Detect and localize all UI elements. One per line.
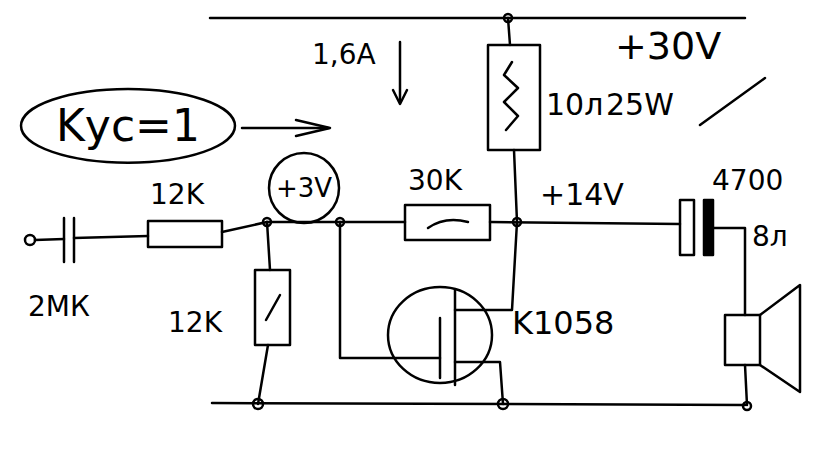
- component-label: +30V: [615, 26, 721, 68]
- gain-oval-outline: [21, 89, 235, 163]
- resistor-symbol: [255, 270, 290, 345]
- voltage-circle: +3V: [267, 151, 341, 225]
- gain-oval: Kус=1: [19, 87, 237, 165]
- leader-line: [700, 78, 765, 125]
- ground-rail: [212, 403, 745, 405]
- resistor-symbol: [405, 205, 490, 240]
- wire: [35, 239, 64, 240]
- transistor-symbol: [439, 318, 442, 378]
- component-label: 1,6A: [312, 40, 376, 71]
- wire: [258, 345, 268, 404]
- component-label: 10л: [546, 88, 603, 121]
- component-label: 12K: [150, 180, 204, 211]
- resistor-symbol: [148, 221, 222, 247]
- resistor-symbol: [266, 295, 280, 320]
- voltage-circle-outline: [269, 153, 339, 223]
- component-label: 4700: [712, 166, 783, 197]
- resistor-symbol: [428, 220, 468, 228]
- resistor-symbol: [504, 62, 518, 130]
- component-label: 30K: [408, 166, 462, 197]
- capacitor-symbol: [73, 218, 76, 262]
- wire: [745, 365, 747, 405]
- capacitor-symbol: [704, 200, 713, 255]
- wire: [267, 222, 270, 270]
- wire: [455, 222, 517, 310]
- node-text: +3V: [276, 174, 332, 203]
- component-label: 8л: [752, 222, 788, 253]
- capacitor-symbol: [680, 200, 694, 255]
- component-label: 25W: [606, 88, 674, 121]
- supply-rail: [210, 17, 745, 20]
- component-label: K1058: [512, 306, 614, 341]
- current-arrow: [393, 90, 407, 104]
- pointer-arrow: [296, 120, 330, 136]
- wire: [514, 150, 517, 222]
- speaker-symbol: [725, 315, 760, 365]
- pointer-arrow: [242, 127, 328, 130]
- component-label: 2МК: [28, 292, 90, 323]
- input-terminal: [25, 235, 35, 245]
- capacitor-symbol: [63, 218, 66, 262]
- component-label: 12K: [168, 308, 222, 339]
- wire: [713, 228, 745, 315]
- resistor-symbol: [488, 45, 540, 150]
- wire: [490, 222, 680, 224]
- transistor-symbol: [454, 290, 457, 385]
- wire: [508, 18, 510, 45]
- wire: [222, 222, 267, 232]
- current-arrow: [399, 42, 402, 102]
- wire: [455, 362, 503, 404]
- component-label: +14V: [540, 178, 624, 211]
- speaker-symbol: [760, 285, 800, 392]
- wire: [74, 236, 148, 238]
- node-text: Kус=1: [56, 102, 200, 150]
- transistor-circle: [388, 287, 492, 383]
- wire: [340, 222, 440, 358]
